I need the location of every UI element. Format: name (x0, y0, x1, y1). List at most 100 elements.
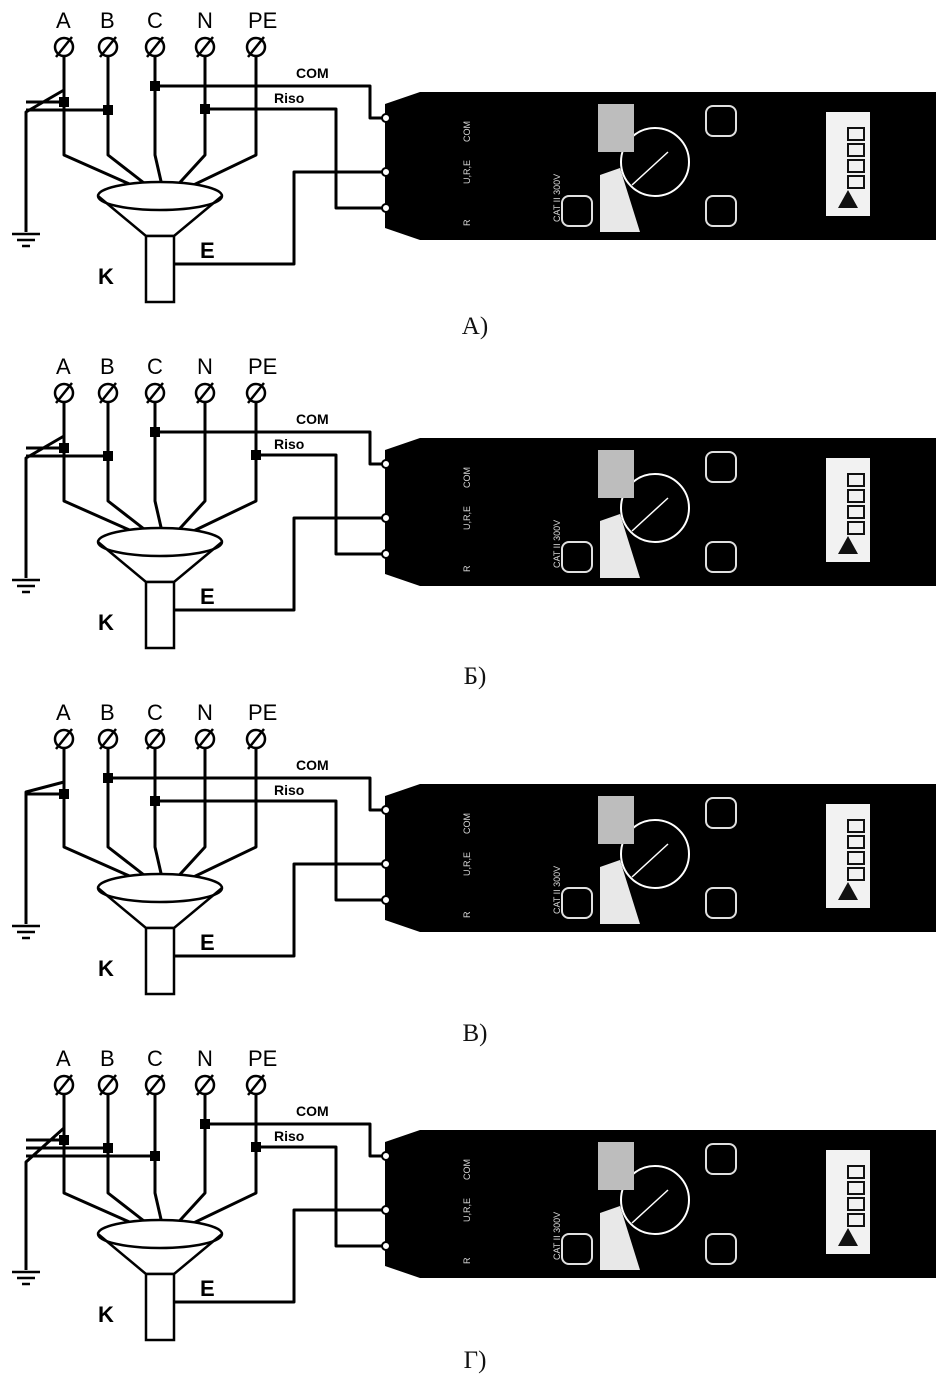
e-wire-label: E (200, 584, 215, 609)
meter-body (385, 92, 936, 240)
meter-input-jack (381, 549, 391, 559)
meter-input-jack (381, 167, 391, 177)
riso-wire (205, 107, 385, 210)
riso-wire (256, 453, 385, 556)
riso-wire (155, 799, 385, 902)
mode-selector-label-plate (600, 1206, 640, 1270)
terminal-label-pe: PE (248, 8, 277, 33)
warning-triangle-icon (838, 882, 858, 900)
mode-scale-graphics (598, 450, 634, 498)
rotary-selector-knob (620, 819, 690, 889)
meter-input-jack (381, 805, 391, 815)
meter-body (385, 438, 936, 586)
meter-input-jack (381, 459, 391, 469)
terminal-label-a: A (56, 700, 71, 725)
terminal-screw-icon (97, 382, 119, 404)
conductor-wire (106, 1095, 154, 1230)
warning-triangle-icon (838, 536, 858, 554)
terminal-screw-slot (196, 1074, 214, 1096)
meter-input-jack (381, 513, 391, 523)
conductor-wire (62, 403, 144, 538)
terminal-label-n: N (197, 8, 213, 33)
terminal-label-pe: PE (248, 700, 277, 725)
terminal-screw-icon (144, 728, 166, 750)
riso-wire-label: Riso (274, 1128, 304, 1144)
meter-body (385, 1130, 936, 1278)
meter-button (705, 797, 737, 829)
lcd-digit (847, 819, 865, 833)
terminal-screw-icon (53, 382, 75, 404)
meter-body (385, 784, 936, 932)
conductor-wire (182, 403, 258, 538)
lcd-digit (847, 521, 865, 535)
terminal-screw-slot (55, 36, 73, 58)
riso-wire-label: Riso (274, 782, 304, 798)
meter-input-jack (381, 1241, 391, 1251)
warning-triangle-icon (838, 190, 858, 208)
lcd-digit (847, 1197, 865, 1211)
meter-button (705, 1233, 737, 1265)
cable-sheath (144, 926, 176, 996)
lcd-digit (847, 1213, 865, 1227)
e-wire (174, 862, 385, 958)
lcd-digit (847, 473, 865, 487)
terminal-screw-slot (247, 1074, 265, 1096)
meter-input-jack (381, 203, 391, 213)
terminal-screw-slot (196, 36, 214, 58)
terminal-label-a: A (56, 354, 71, 379)
terminal-label-b: B (100, 700, 115, 725)
terminal-screw-slot (196, 382, 214, 404)
port-label: R (462, 565, 472, 572)
lcd-digit (847, 1181, 865, 1195)
terminal-screw-icon (245, 1074, 267, 1096)
cat-legend: CAT II 300V (552, 866, 562, 914)
caption-b: Б) (463, 663, 487, 690)
terminal-screw-icon (53, 1074, 75, 1096)
terminal-screw-icon (144, 36, 166, 58)
terminal-screw-slot (247, 382, 265, 404)
terminal-label-pe: PE (248, 354, 277, 379)
conductor-wire (171, 57, 207, 192)
terminal-label-b: B (100, 354, 115, 379)
ground-wire (24, 780, 65, 924)
rotary-selector-knob (620, 473, 690, 543)
terminal-screw-icon (97, 728, 119, 750)
junction-dot (59, 1135, 69, 1145)
e-wire (174, 1208, 385, 1304)
lcd-digit (847, 143, 865, 157)
junction-dot (103, 105, 113, 115)
port-label: COM (462, 467, 472, 488)
cat-rating-label: CAT II 300V (552, 1212, 562, 1260)
cable-funnel-top (96, 526, 224, 558)
conductor-wire (153, 403, 165, 537)
junction-dot (103, 1143, 113, 1153)
cable-sheath (144, 580, 176, 650)
terminal-screw-icon (53, 728, 75, 750)
terminal-screw-slot (146, 1074, 164, 1096)
meter-button (705, 541, 737, 573)
meter-button (705, 887, 737, 919)
meter-button (705, 195, 737, 227)
junction-dot (59, 443, 69, 453)
com-wire (155, 84, 385, 120)
cable-sheath (144, 1272, 176, 1342)
port-label: U,R,E (462, 160, 472, 184)
com-wire (155, 430, 385, 466)
terminal-screw-icon (245, 728, 267, 750)
cat-rating-label: CAT II 300V (552, 866, 562, 914)
meter-button (561, 1233, 593, 1265)
cable-label: K (98, 956, 114, 981)
port-label: U,R,E (462, 1198, 472, 1222)
terminal-screw-slot (99, 36, 117, 58)
mode-selector-label-plate (600, 514, 640, 578)
port-label: COM (462, 813, 472, 834)
port-label: COM (462, 1159, 472, 1180)
